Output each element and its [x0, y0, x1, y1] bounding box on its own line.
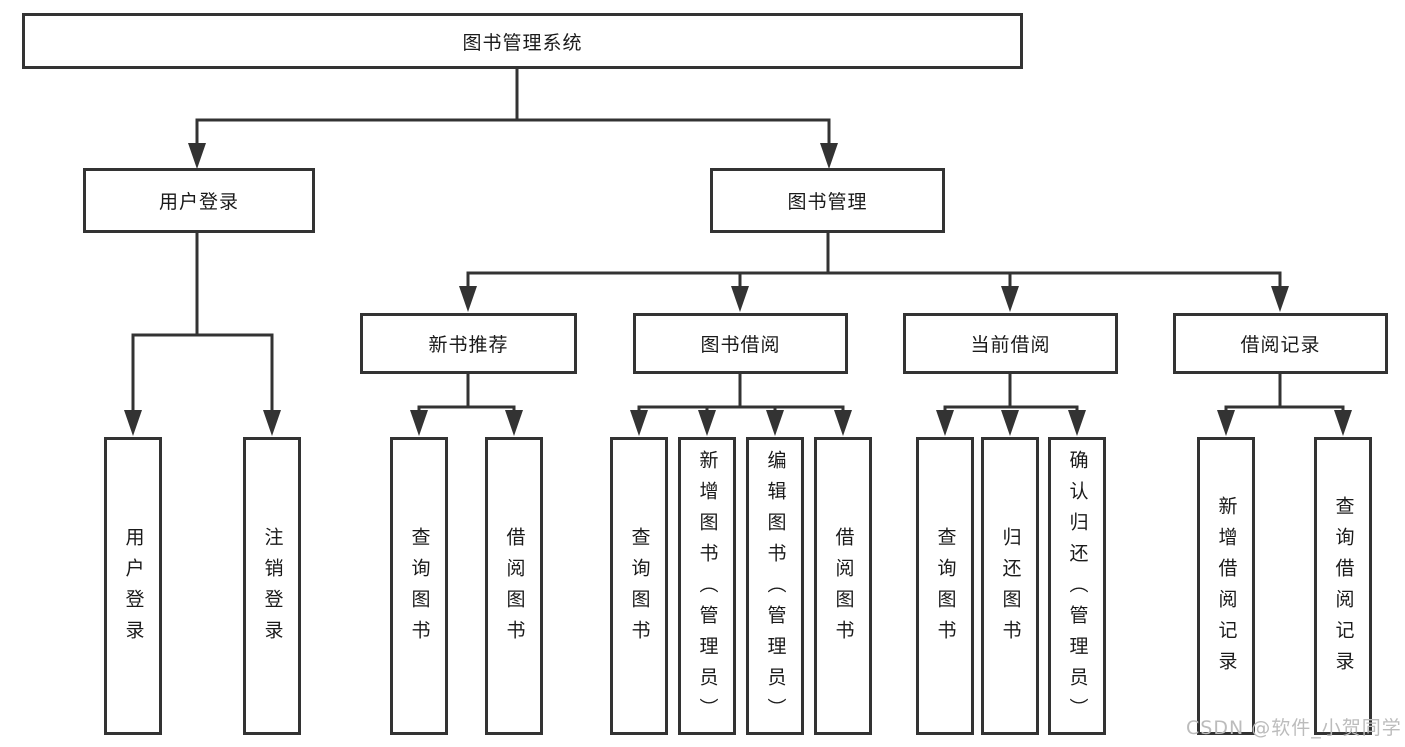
node-borrow-records-label: 借阅记录 — [1240, 334, 1321, 356]
arrow-down-icon — [124, 410, 142, 436]
leaf-borrow-books-label: 借阅图书 — [832, 527, 855, 651]
arrow-down-icon — [1001, 410, 1019, 436]
leaf-logout: 注销登录 — [243, 437, 301, 735]
connector-new-book-to-leaves — [410, 374, 523, 436]
arrow-down-icon — [1001, 286, 1019, 312]
leaf-query-books-recommend: 查询图书 — [390, 437, 448, 735]
connector-user-login-to-leaves — [124, 233, 281, 436]
leaf-query-books-current: 查询图书 — [916, 437, 974, 735]
leaf-add-borrow-record-label: 新增借阅记录 — [1215, 496, 1238, 682]
arrow-down-icon — [505, 410, 523, 436]
arrow-down-icon — [936, 410, 954, 436]
connector-book-management-to-level3 — [459, 233, 1289, 312]
node-book-borrow-label: 图书借阅 — [700, 334, 781, 356]
leaf-borrow-books-recommend-label: 借阅图书 — [503, 527, 526, 651]
leaf-confirm-return-admin-label: 确认归还（管理员） — [1066, 449, 1089, 729]
leaf-user-login-label: 用户登录 — [122, 527, 145, 651]
node-current-borrow: 当前借阅 — [903, 313, 1118, 374]
node-current-borrow-label: 当前借阅 — [970, 334, 1051, 356]
node-user-login: 用户登录 — [83, 168, 315, 233]
watermark: CSDN @软件_小贺同学 — [1186, 717, 1402, 739]
arrow-down-icon — [766, 410, 784, 436]
node-user-login-label: 用户登录 — [158, 191, 239, 213]
arrow-down-icon — [698, 410, 716, 436]
node-book-borrow: 图书借阅 — [633, 313, 848, 374]
leaf-edit-book-admin: 编辑图书（管理员） — [746, 437, 804, 735]
leaf-query-borrow-record-label: 查询借阅记录 — [1332, 496, 1355, 682]
leaf-query-books-borrow-label: 查询图书 — [628, 527, 651, 651]
arrow-down-icon — [1334, 410, 1352, 436]
arrow-down-icon — [1068, 410, 1086, 436]
arrow-down-icon — [731, 286, 749, 312]
leaf-borrow-books-recommend: 借阅图书 — [485, 437, 543, 735]
leaf-confirm-return-admin: 确认归还（管理员） — [1048, 437, 1106, 735]
node-new-book-recommend-label: 新书推荐 — [428, 334, 509, 356]
leaf-query-borrow-record: 查询借阅记录 — [1314, 437, 1372, 735]
leaf-edit-book-admin-label: 编辑图书（管理员） — [764, 449, 787, 729]
leaf-add-borrow-record: 新增借阅记录 — [1197, 437, 1255, 735]
leaf-logout-label: 注销登录 — [261, 527, 284, 651]
arrow-down-icon — [1217, 410, 1235, 436]
arrow-down-icon — [834, 410, 852, 436]
node-library-system: 图书管理系统 — [22, 13, 1023, 69]
arrow-down-icon — [263, 410, 281, 436]
connector-current-borrow-to-leaves — [936, 374, 1086, 436]
node-library-system-label: 图书管理系统 — [462, 31, 583, 54]
arrow-down-icon — [410, 410, 428, 436]
node-new-book-recommend: 新书推荐 — [360, 313, 577, 374]
connector-root-to-level2 — [188, 69, 838, 169]
leaf-return-books-label: 归还图书 — [999, 527, 1022, 651]
node-book-management: 图书管理 — [710, 168, 945, 233]
node-borrow-records: 借阅记录 — [1173, 313, 1388, 374]
leaf-query-books-current-label: 查询图书 — [934, 527, 957, 651]
leaf-add-book-admin: 新增图书（管理员） — [678, 437, 736, 735]
connector-borrow-records-to-leaves — [1217, 374, 1352, 436]
arrow-down-icon — [459, 286, 477, 312]
leaf-return-books: 归还图书 — [981, 437, 1039, 735]
leaf-query-books-recommend-label: 查询图书 — [408, 527, 431, 651]
leaf-query-books-borrow: 查询图书 — [610, 437, 668, 735]
leaf-add-book-admin-label: 新增图书（管理员） — [696, 449, 719, 729]
arrow-down-icon — [820, 143, 838, 169]
arrow-down-icon — [630, 410, 648, 436]
leaf-user-login: 用户登录 — [104, 437, 162, 735]
connector-book-borrow-to-leaves — [630, 374, 852, 436]
arrow-down-icon — [188, 143, 206, 169]
node-book-management-label: 图书管理 — [787, 191, 868, 213]
arrow-down-icon — [1271, 286, 1289, 312]
leaf-borrow-books: 借阅图书 — [814, 437, 872, 735]
